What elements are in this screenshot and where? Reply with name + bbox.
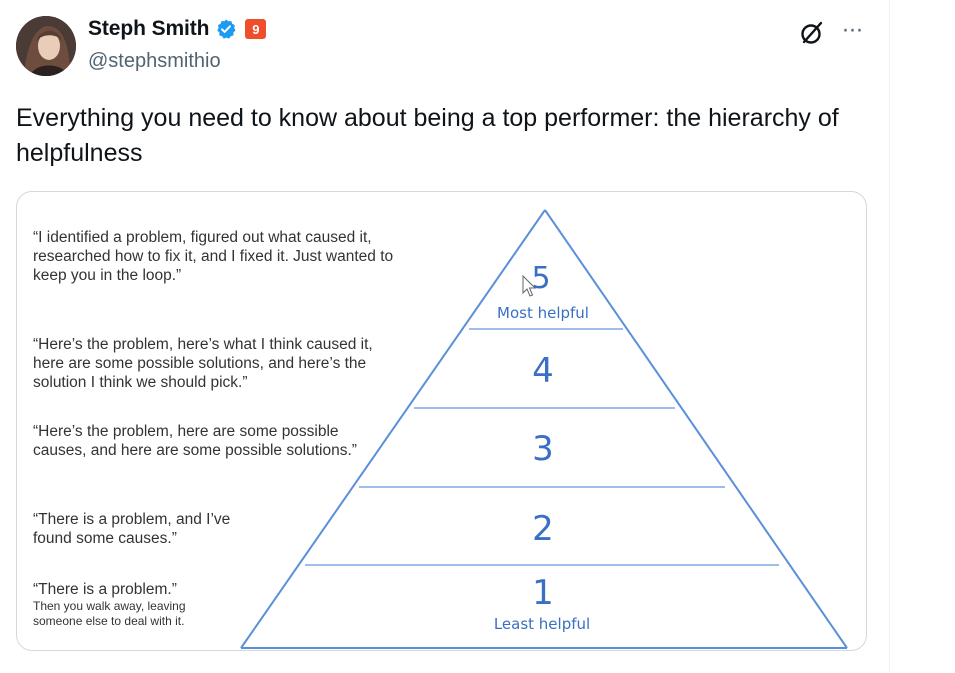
more-options-button[interactable]: ···	[841, 16, 864, 43]
level-2-number: 2	[532, 509, 554, 549]
tier-dividers	[305, 328, 779, 566]
mouse-cursor-icon	[522, 274, 537, 297]
svg-text:found some causes.”: found some causes.”	[33, 530, 177, 547]
level-2-quote: “There is a problem, and I’ve found some…	[33, 511, 230, 547]
svg-text:keep you in the loop.”: keep you in the loop.”	[33, 267, 181, 284]
author-name-row: Steph Smith 9	[88, 17, 267, 41]
avatar[interactable]	[16, 16, 76, 76]
grok-icon[interactable]	[799, 20, 825, 46]
timeline-divider	[889, 0, 890, 673]
svg-text:Then you walk away, leaving: Then you walk away, leaving	[33, 599, 186, 613]
level-5-number: 5	[531, 261, 550, 296]
author-handle[interactable]: @stephsmithio	[88, 50, 221, 72]
svg-text:solution I think we should pic: solution I think we should pick.”	[33, 374, 248, 391]
svg-text:researched how to fix it, and: researched how to fix it, and I fixed it…	[33, 248, 393, 265]
affiliate-badge[interactable]: 9	[245, 19, 267, 39]
level-4-number: 4	[532, 351, 554, 391]
verified-badge-icon	[215, 18, 237, 40]
svg-text:someone else to deal with it.: someone else to deal with it.	[33, 614, 184, 628]
level-1-number: 1	[532, 573, 554, 613]
svg-text:causes, and here are some poss: causes, and here are some possible solut…	[33, 442, 357, 459]
svg-text:“There is a problem, and I’ve: “There is a problem, and I’ve	[33, 511, 230, 528]
pyramid-right-edge	[544, 209, 848, 649]
level-5-quote: “I identified a problem, figured out wha…	[33, 229, 393, 284]
level-1-caption: Least helpful	[494, 615, 590, 633]
author-display-name[interactable]: Steph Smith	[88, 17, 210, 40]
svg-text:“There is a problem.”: “There is a problem.”	[33, 581, 177, 598]
level-1-quote: “There is a problem.” Then you walk away…	[33, 581, 186, 628]
pyramid-left-edge	[240, 209, 546, 649]
tweet-text: Everything you need to know about being …	[16, 104, 839, 167]
level-4-quote: “Here’s the problem, here’s what I think…	[33, 336, 373, 391]
svg-text:“I identified a problem, figur: “I identified a problem, figured out wha…	[33, 229, 372, 246]
level-3-quote: “Here’s the problem, here are some possi…	[33, 423, 357, 459]
level-5-caption: Most helpful	[497, 304, 589, 322]
svg-text:“Here’s the problem, here’s wh: “Here’s the problem, here’s what I think…	[33, 336, 373, 353]
svg-text:here are some possible solutio: here are some possible solutions, and he…	[33, 355, 366, 372]
svg-text:“Here’s the problem, here are: “Here’s the problem, here are some possi…	[33, 423, 339, 440]
level-3-number: 3	[532, 429, 554, 469]
pyramid	[240, 209, 848, 649]
tweet-image[interactable]: 5 Most helpful 4 3 2 1 Least helpful “I …	[16, 191, 867, 651]
